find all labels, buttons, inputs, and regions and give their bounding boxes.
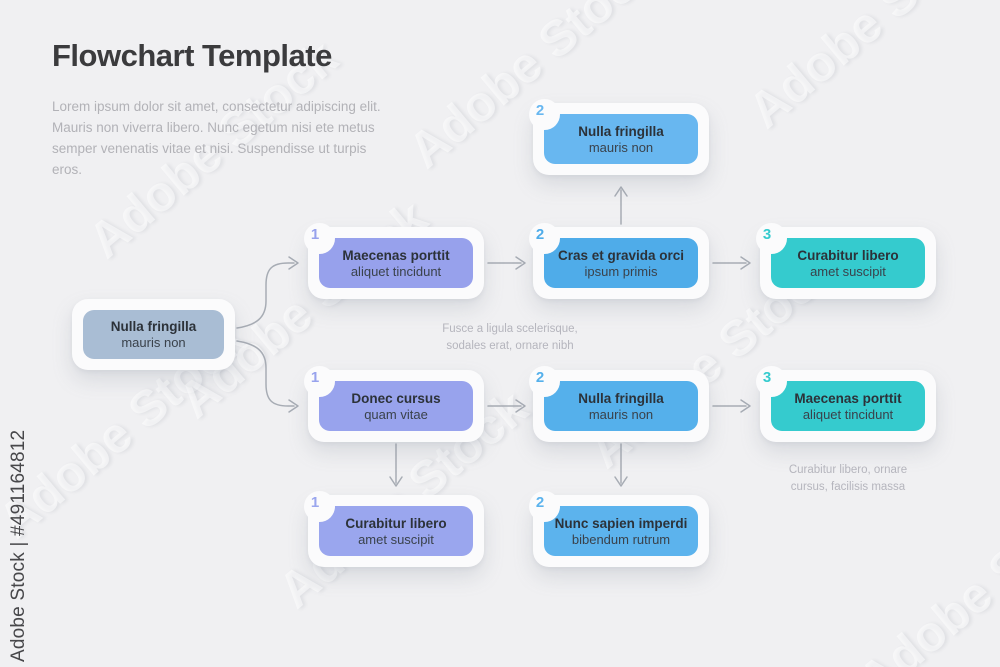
flow-node-row2-col3: 3 Maecenas porttit aliquet tincidunt bbox=[756, 366, 936, 442]
node-number-badge: 2 bbox=[529, 223, 560, 254]
wire-start-to-row1 bbox=[236, 262, 295, 329]
node-number-badge: 3 bbox=[756, 366, 787, 397]
node-body: 3 Maecenas porttit aliquet tincidunt bbox=[756, 366, 925, 431]
arrowhead-icon bbox=[288, 399, 299, 413]
arrowhead-icon bbox=[614, 186, 628, 197]
annotation-note-1: Fusce a ligula scelerisque, sodales erat… bbox=[415, 321, 605, 355]
node-subtitle: amet suscipit bbox=[358, 531, 434, 547]
page-title: Flowchart Template bbox=[52, 38, 332, 73]
flow-node-row1-col1: 1 Maecenas porttit aliquet tincidunt bbox=[304, 223, 484, 299]
annotation-line: Curabitur libero, ornare bbox=[788, 464, 908, 476]
arrowhead-icon bbox=[515, 256, 526, 270]
wire-start-to-row2 bbox=[236, 340, 295, 407]
arrowhead-icon bbox=[515, 399, 526, 413]
watermark-tile: Adobe Stock bbox=[847, 469, 1000, 667]
node-title: Nulla fringilla bbox=[578, 123, 664, 139]
node-title: Curabitur libero bbox=[345, 515, 447, 531]
flow-node-row1-col2: 2 Cras et gravida orci ipsum primis bbox=[529, 223, 709, 299]
node-number-badge: 1 bbox=[304, 366, 335, 397]
node-number-badge: 2 bbox=[529, 366, 560, 397]
node-number-badge: 2 bbox=[529, 491, 560, 522]
arrowhead-icon bbox=[740, 399, 751, 413]
node-body: 3 Curabitur libero amet suscipit bbox=[756, 223, 925, 288]
flow-node-bottom-col2: 2 Nunc sapien imperdi bibendum rutrum bbox=[529, 491, 709, 567]
watermark-tile: Adobe Stock bbox=[737, 0, 1000, 139]
node-title: Nulla fringilla bbox=[578, 390, 664, 406]
node-subtitle: mauris non bbox=[588, 139, 654, 155]
node-subtitle: mauris non bbox=[121, 335, 186, 350]
flow-node-row2-col1: 1 Donec cursus quam vitae bbox=[304, 366, 484, 442]
node-subtitle: aliquet tincidunt bbox=[802, 406, 894, 422]
node-title: Curabitur libero bbox=[797, 247, 899, 263]
node-title: Maecenas porttit bbox=[794, 390, 902, 406]
node-title: Cras et gravida orci bbox=[557, 247, 685, 263]
flow-node-row1-col3: 3 Curabitur libero amet suscipit bbox=[756, 223, 936, 299]
node-body: 2 Nulla fringilla mauris non bbox=[529, 99, 698, 164]
node-body: Nulla fringilla mauris non bbox=[83, 310, 224, 359]
node-subtitle: ipsum primis bbox=[584, 263, 658, 279]
node-body: 1 Maecenas porttit aliquet tincidunt bbox=[304, 223, 473, 288]
node-body: 2 Nunc sapien imperdi bibendum rutrum bbox=[529, 491, 698, 556]
node-title: Maecenas porttit bbox=[342, 247, 450, 263]
node-subtitle: bibendum rutrum bbox=[571, 531, 671, 547]
node-title: Nunc sapien imperdi bbox=[554, 515, 688, 531]
flow-node-start: Nulla fringilla mauris non bbox=[72, 299, 235, 370]
node-number-badge: 1 bbox=[304, 223, 335, 254]
page-description: Lorem ipsum dolor sit amet, consectetur … bbox=[52, 99, 381, 177]
node-subtitle: quam vitae bbox=[364, 406, 428, 422]
node-number-badge: 3 bbox=[756, 223, 787, 254]
arrowhead-icon bbox=[740, 256, 751, 270]
annotation-line: Fusce a ligula scelerisque, bbox=[442, 323, 578, 335]
flow-node-top: 2 Nulla fringilla mauris non bbox=[529, 99, 709, 175]
node-title: Donec cursus bbox=[351, 390, 441, 406]
node-body: 2 Cras et gravida orci ipsum primis bbox=[529, 223, 698, 288]
node-number-badge: 1 bbox=[304, 491, 335, 522]
arrowhead-icon bbox=[614, 476, 628, 487]
annotation-line: sodales erat, ornare nibh bbox=[446, 340, 574, 352]
node-subtitle: amet suscipit bbox=[810, 263, 886, 279]
stock-id-watermark: Adobe Stock | #491164812 bbox=[8, 429, 29, 662]
flow-node-bottom-col1: 1 Curabitur libero amet suscipit bbox=[304, 491, 484, 567]
node-subtitle: aliquet tincidunt bbox=[350, 263, 442, 279]
arrowhead-icon bbox=[389, 476, 403, 487]
arrowhead-icon bbox=[288, 256, 299, 270]
node-subtitle: mauris non bbox=[588, 406, 654, 422]
node-body: 1 Curabitur libero amet suscipit bbox=[304, 491, 473, 556]
annotation-line: cursus, facilisis massa bbox=[790, 481, 906, 493]
node-body: 1 Donec cursus quam vitae bbox=[304, 366, 473, 431]
node-number-badge: 2 bbox=[529, 99, 560, 130]
flow-node-row2-col2: 2 Nulla fringilla mauris non bbox=[529, 366, 709, 442]
annotation-note-2: Curabitur libero, ornare cursus, facilis… bbox=[753, 462, 943, 496]
node-body: 2 Nulla fringilla mauris non bbox=[529, 366, 698, 431]
node-title: Nulla fringilla bbox=[110, 319, 197, 334]
